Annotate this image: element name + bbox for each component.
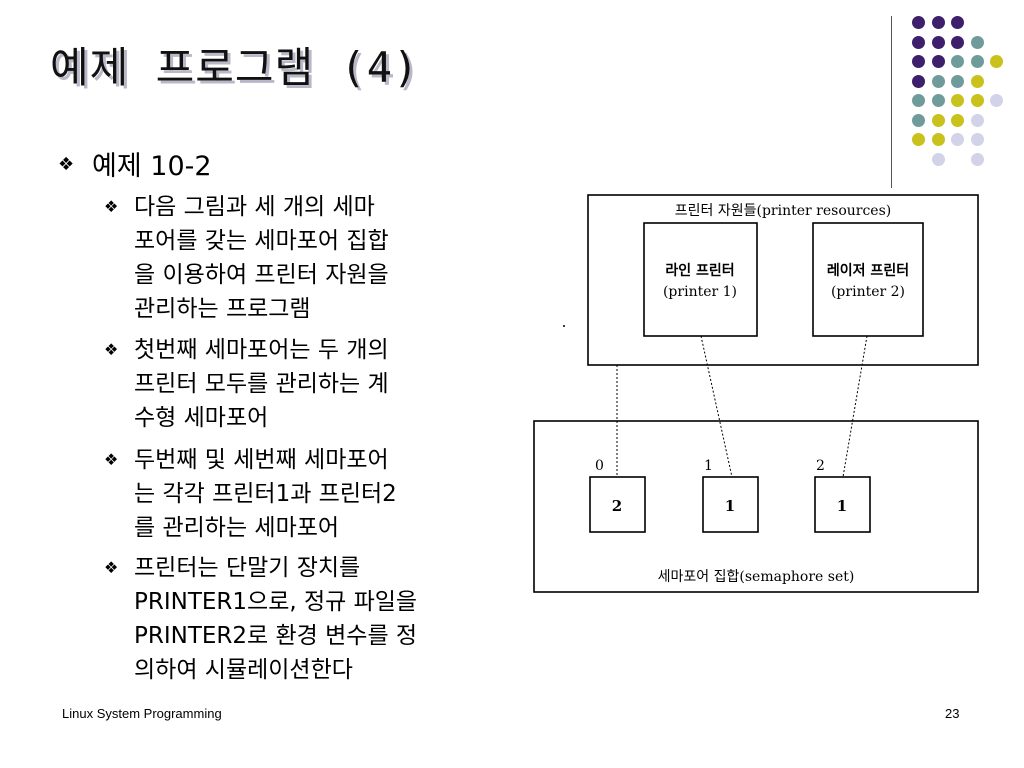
sub-bullet-line: PRINTER2로 환경 변수를 정	[134, 623, 418, 649]
decorative-dot	[951, 133, 964, 146]
decorative-dot	[912, 55, 925, 68]
decorative-dot	[970, 152, 984, 166]
decorative-dot	[931, 133, 945, 146]
dashed-link-sem1	[700, 335, 733, 478]
decorative-dot	[970, 74, 984, 88]
printer-semaphore-diagram: 프린터 자원들(printer resources) 라인 프린터 (print…	[533, 194, 979, 593]
decorative-dot	[931, 35, 945, 49]
decorative-dot	[970, 113, 984, 127]
decorative-dot	[951, 16, 964, 29]
line-printer-name: 라인 프린터	[665, 262, 734, 279]
stray-dot	[563, 325, 565, 327]
decorative-dot	[912, 133, 925, 146]
decorative-dot	[951, 113, 964, 127]
semaphore-set-label: 세마포어 집합(semaphore set)	[658, 569, 855, 585]
sub-bullet-line: 포어를 갖는 세마포어 집합	[134, 228, 389, 254]
sem-index-0: 0	[595, 458, 604, 474]
decorative-dot	[912, 74, 925, 88]
decorative-dot	[931, 94, 945, 107]
decorative-dot	[970, 94, 984, 107]
decorative-dot	[931, 55, 945, 68]
printer-resources-label: 프린터 자원들(printer resources)	[675, 203, 891, 219]
decorative-dot	[931, 16, 945, 29]
sub-bullet-line: 프린터 모두를 관리하는 계	[134, 371, 389, 397]
slide-title: 예제 프로그램 (4)	[50, 43, 420, 92]
decorative-dot	[912, 16, 925, 29]
sub-bullet-line: 프린터는 단말기 장치를	[134, 555, 361, 581]
laser-printer-box	[812, 222, 924, 337]
decorative-dot	[912, 35, 925, 49]
sub-bullet-line: 다음 그림과 세 개의 세마	[134, 194, 375, 220]
sub-bullet-line: 두번째 및 세번째 세마포어	[134, 447, 389, 473]
sem-index-2: 2	[816, 458, 825, 474]
decorative-dot	[951, 94, 964, 107]
decorative-dot	[951, 35, 964, 49]
sub-bullet-line: 는 각각 프린터1과 프린터2	[134, 481, 397, 507]
decorative-dot	[931, 74, 945, 88]
decorative-dot	[990, 94, 1003, 107]
laser-printer-id: (printer 2)	[831, 284, 905, 300]
footer-course: Linux System Programming	[62, 706, 222, 721]
decorative-dot	[970, 133, 984, 146]
sub-bullet-line: PRINTER1으로, 정규 파일을	[134, 589, 418, 615]
semaphore-2-value: 1	[837, 497, 847, 515]
semaphore-0-box	[589, 476, 646, 533]
decorative-dot	[970, 35, 984, 49]
decorative-dot	[970, 55, 984, 68]
diamond-bullet-icon: ❖	[58, 154, 75, 175]
decorative-dot	[931, 152, 945, 166]
sub-bullet-line: 관리하는 프로그램	[134, 296, 311, 322]
decorative-dot	[990, 55, 1003, 68]
sub-bullet-line: 첫번째 세마포어는 두 개의	[134, 337, 389, 363]
sub-bullet-line: 수형 세마포어	[134, 405, 269, 431]
decorative-dot	[951, 55, 964, 68]
decorative-dot	[912, 94, 925, 107]
sub-bullet-line: 을 이용하여 프린터 자원을	[134, 262, 389, 288]
decorative-dot	[931, 113, 945, 127]
dashed-link-sem2	[842, 335, 868, 478]
title-divider	[891, 16, 892, 188]
page-number: 23	[945, 706, 960, 721]
diamond-bullet-icon: ❖	[104, 450, 119, 469]
printer-resources-box	[587, 194, 979, 366]
semaphore-2-box	[814, 476, 871, 533]
sub-bullet-line: 의하여 시뮬레이션한다	[134, 657, 353, 683]
semaphore-set-box	[533, 420, 979, 593]
diamond-bullet-icon: ❖	[104, 197, 119, 216]
line-printer-id: (printer 1)	[663, 284, 737, 300]
line-printer-box	[643, 222, 758, 337]
diamond-bullet-icon: ❖	[104, 558, 119, 577]
decorative-dot	[951, 74, 964, 88]
bullet-text: 예제 10-2	[92, 151, 212, 182]
laser-printer-name: 레이저 프린터	[827, 262, 909, 279]
semaphore-1-box	[702, 476, 759, 533]
sub-bullet-line: 를 관리하는 세마포어	[134, 515, 340, 541]
semaphore-1-value: 1	[725, 497, 735, 515]
sem-index-1: 1	[704, 458, 713, 474]
semaphore-0-value: 2	[612, 497, 622, 515]
decorative-dot	[912, 113, 925, 127]
diamond-bullet-icon: ❖	[104, 340, 119, 359]
